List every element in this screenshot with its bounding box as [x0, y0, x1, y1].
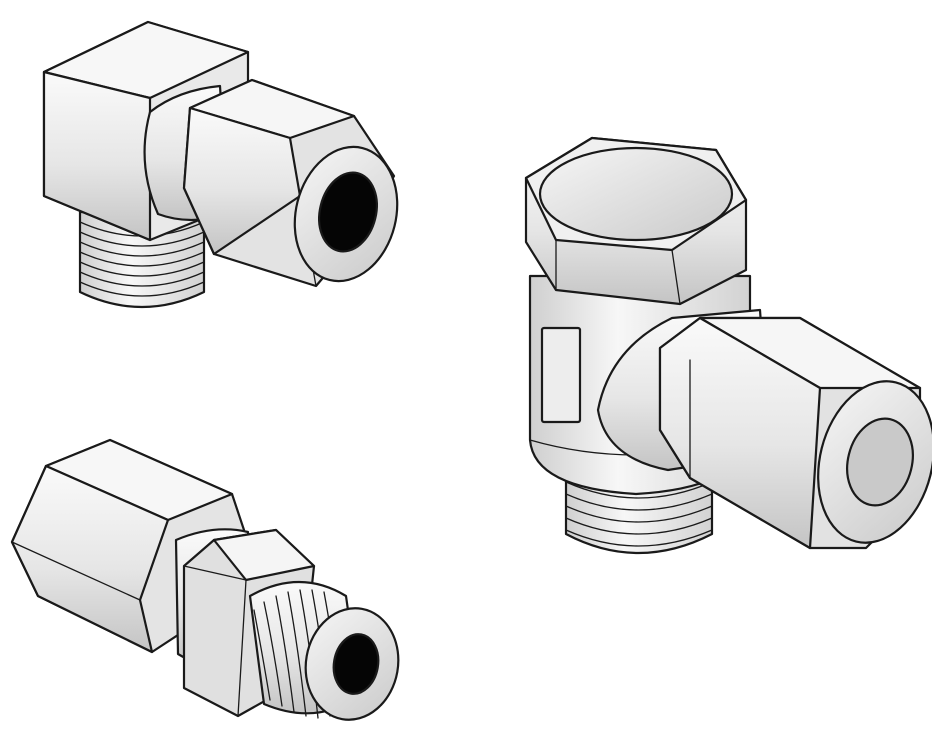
- elbow-compression-fitting: [42, 20, 399, 309]
- straight-male-connector: [10, 438, 400, 721]
- threaded-male-end: [78, 210, 206, 309]
- side-port-window: [540, 326, 582, 424]
- capped-bore: [817, 380, 932, 544]
- banjo-swivel-elbow: [524, 136, 932, 554]
- open-bore: [304, 607, 400, 721]
- open-bore: [293, 145, 399, 283]
- hex-cap: [524, 136, 748, 306]
